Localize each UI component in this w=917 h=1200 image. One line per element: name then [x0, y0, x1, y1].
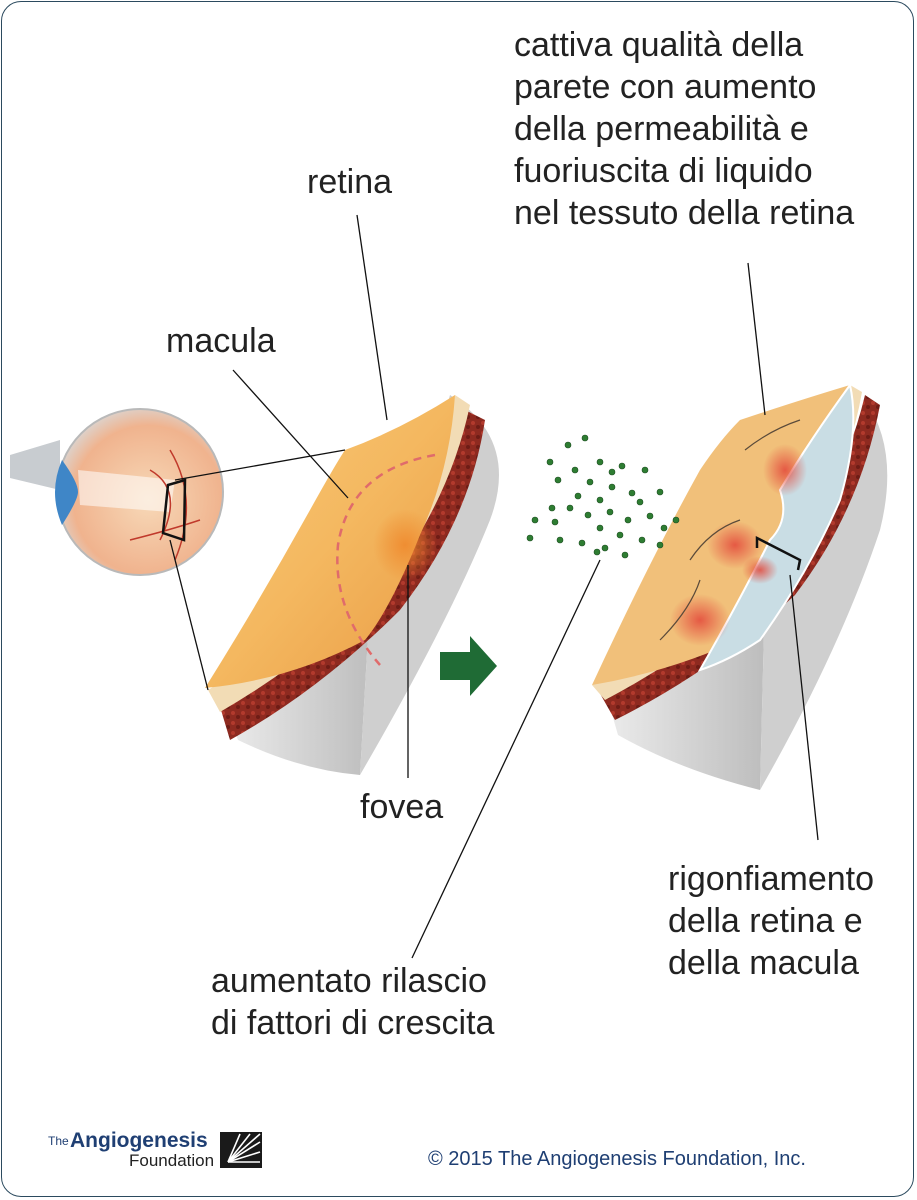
logo-prefix: The — [48, 1134, 69, 1148]
growth-factor-dot — [582, 435, 588, 441]
label-growth-factors: aumentato rilascio di fattori di crescit… — [211, 960, 494, 1044]
growth-factor-dot — [532, 517, 538, 523]
growth-factor-dot — [572, 467, 578, 473]
growth-factor-dot — [657, 542, 663, 548]
label-macula: macula — [166, 320, 276, 362]
growth-factor-dot — [617, 532, 623, 538]
hemorrhage-1 — [670, 594, 730, 646]
growth-factor-dot — [587, 479, 593, 485]
growth-factor-dot — [642, 467, 648, 473]
label-swelling: rigonfiamento della retina e della macul… — [668, 858, 874, 984]
copyright-notice: © 2015 The Angiogenesis Foundation, Inc. — [428, 1148, 806, 1171]
growth-factor-dot — [597, 459, 603, 465]
growth-factor-dot — [619, 463, 625, 469]
starburst-icon — [220, 1132, 262, 1168]
growth-factor-dot — [637, 499, 643, 505]
growth-factor-dot — [555, 477, 561, 483]
retina-leader — [357, 215, 387, 420]
optic-nerve — [10, 440, 60, 490]
hemorrhage-4 — [742, 556, 778, 584]
eye-to-slab-line-bottom — [170, 540, 208, 690]
growth-factor-dot — [565, 442, 571, 448]
hemorrhage-3 — [763, 444, 807, 496]
growth-factor-dot — [647, 513, 653, 519]
growth-factor-dot — [602, 545, 608, 551]
growth-factor-dot — [657, 489, 663, 495]
growth-factor-dot — [585, 512, 591, 518]
growth-factor-dot — [661, 525, 667, 531]
fovea-spot — [373, 509, 437, 581]
logo-subtitle: Foundation — [129, 1151, 214, 1171]
retina-slab-normal — [205, 395, 499, 775]
angiogenesis-foundation-logo: The Angiogenesis Foundation — [48, 1132, 268, 1176]
growth-factor-dot — [609, 484, 615, 490]
growth-factor-dot — [609, 469, 615, 475]
growth-factor-dot — [594, 549, 600, 555]
growth-factor-dot — [597, 497, 603, 503]
growth-factor-dot — [625, 517, 631, 523]
growth-factor-dot — [622, 552, 628, 558]
growth-factor-dot — [552, 519, 558, 525]
label-retina: retina — [307, 161, 392, 203]
growth-factor-dot — [673, 517, 679, 523]
growth-factor-dot — [597, 525, 603, 531]
growth-factor-dot — [629, 490, 635, 496]
growth-factor-dot — [607, 509, 613, 515]
right-arrow-icon — [440, 636, 497, 696]
growth-factor-dot — [557, 537, 563, 543]
growth-factor-dots — [527, 435, 679, 558]
growth-factor-dot — [527, 535, 533, 541]
label-fovea: fovea — [360, 786, 443, 828]
retina-slab-swollen — [592, 385, 887, 790]
growth-factor-dot — [639, 537, 645, 543]
eyeball-illustration — [10, 409, 223, 575]
macula-leader — [233, 370, 348, 498]
wall-quality-leader — [748, 263, 765, 415]
logo-name: Angiogenesis — [70, 1129, 208, 1153]
growth-factor-dot — [549, 505, 555, 511]
growth-factor-dot — [575, 493, 581, 499]
growth-factor-dot — [567, 505, 573, 511]
label-wall-quality: cattiva qualità della parete con aumento… — [514, 24, 854, 234]
growth-factor-dot — [579, 540, 585, 546]
growth-factor-dot — [547, 459, 553, 465]
